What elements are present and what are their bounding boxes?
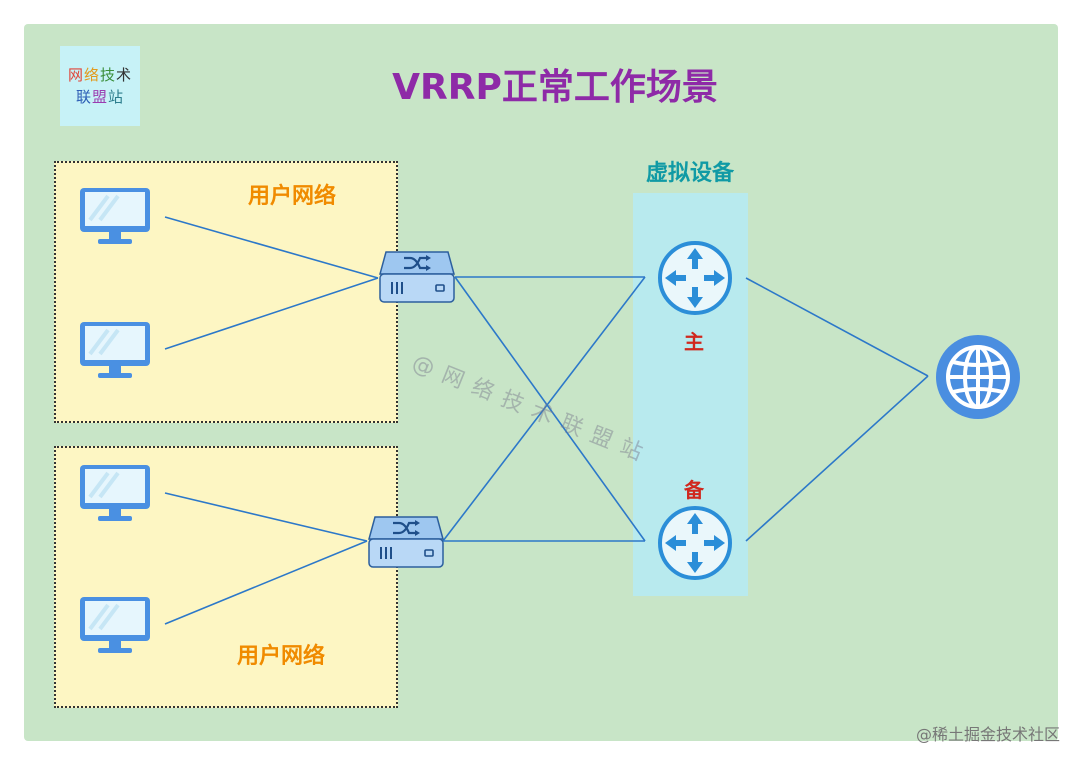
diagram-title: VRRP正常工作场景	[392, 67, 718, 108]
footer-credit: @稀土掘金技术社区	[915, 725, 1060, 744]
switch-icon	[368, 516, 444, 568]
logo-char: 站	[108, 88, 125, 106]
logo-char: 络	[83, 66, 100, 84]
logo-char: 盟	[91, 88, 108, 106]
logo-char: 术	[116, 66, 133, 84]
virtual-device-label: 虚拟设备	[645, 161, 734, 186]
router-master-label: 主	[684, 330, 704, 354]
router-backup-label: 备	[684, 478, 704, 502]
logo-char: 技	[100, 66, 117, 84]
logo-char: 网	[67, 66, 84, 84]
logo-char: 联	[75, 88, 92, 106]
switch-icon	[379, 251, 455, 303]
desktop-monitor-icon	[80, 188, 150, 244]
router-icon	[658, 506, 732, 580]
desktop-monitor-icon	[80, 465, 150, 521]
desktop-monitor-icon	[80, 597, 150, 653]
globe-icon	[936, 335, 1020, 419]
router-icon	[658, 241, 732, 315]
user-network-label-top: 用户网络	[248, 184, 337, 209]
desktop-monitor-icon	[80, 322, 150, 378]
user-network-label-bottom: 用户网络	[237, 644, 326, 669]
logo: 网 络 技 术 联 盟 站	[60, 46, 140, 126]
